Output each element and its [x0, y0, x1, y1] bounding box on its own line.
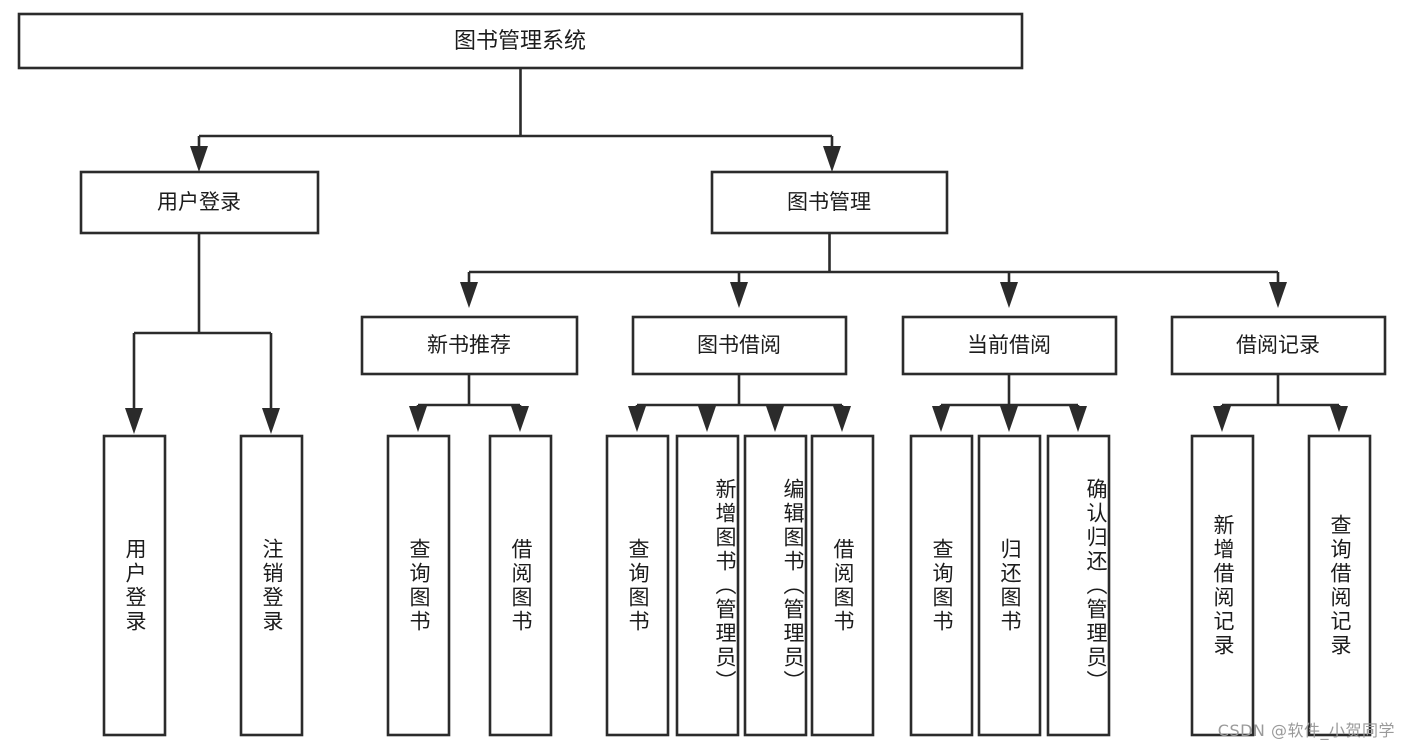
arrow-to-book-borrow: [730, 282, 748, 308]
node-new-book-recommend-box[interactable]: [360, 315, 579, 376]
watermark: CSDN @软件_小贺同学: [1217, 721, 1395, 740]
arrow-to-leaf-borrow-book-2: [833, 406, 851, 432]
arrow-to-book-manage: [823, 146, 841, 172]
node-root-box[interactable]: [17, 12, 1024, 70]
arrow-to-leaf-add-record: [1213, 406, 1231, 432]
leaf-edit-book-box[interactable]: [743, 434, 808, 737]
connector-bookborrow-to-leaves: [635, 374, 844, 414]
arrow-to-user-login: [190, 146, 208, 172]
node-borrow-record[interactable]: 借阅记录: [1170, 315, 1387, 376]
node-current-borrow-label: 当前借阅: [967, 333, 1051, 357]
arrow-to-leaf-query-book-2: [628, 406, 646, 432]
arrow-to-leaf-query-book-1: [409, 406, 427, 432]
connector-borrowrecord-to-leaves: [1220, 374, 1341, 414]
node-root-label: 图书管理系统: [454, 29, 586, 54]
arrow-to-borrow-record: [1269, 282, 1287, 308]
leaf-add-record-box[interactable]: [1190, 434, 1255, 737]
node-book-manage-box[interactable]: [710, 170, 949, 235]
connector-bookmanage-to-level3: [467, 233, 1280, 286]
leaf-query-book-2-box[interactable]: [605, 434, 670, 737]
node-user-login-box[interactable]: [79, 170, 320, 235]
node-user-login-label: 用户登录: [157, 190, 241, 214]
node-new-book-recommend-label: 新书推荐: [427, 333, 511, 357]
arrow-to-leaf-query-record: [1330, 406, 1348, 432]
node-current-borrow[interactable]: 当前借阅: [901, 315, 1118, 376]
leaf-borrow-book-2-box[interactable]: [810, 434, 875, 737]
leaf-return-book-box[interactable]: [977, 434, 1042, 737]
node-book-borrow[interactable]: 图书借阅: [631, 315, 848, 376]
arrow-to-leaf-borrow-book-1: [511, 406, 529, 432]
arrow-to-leaf-user-login: [125, 408, 143, 434]
leaf-query-book-3-box[interactable]: [909, 434, 974, 737]
leaf-boxes: [102, 434, 1372, 737]
arrow-to-leaf-edit-book: [766, 406, 784, 432]
leaf-query-book-1-box[interactable]: [386, 434, 451, 737]
leaf-query-record-box[interactable]: [1307, 434, 1372, 737]
connector-userlogin-to-leaves: [132, 233, 273, 410]
node-user-login[interactable]: 用户登录: [79, 170, 320, 235]
leaf-borrow-book-1-box[interactable]: [488, 434, 553, 737]
leaf-confirm-return-box[interactable]: [1046, 434, 1111, 737]
connector-root-to-level2: [197, 68, 834, 150]
node-book-manage[interactable]: 图书管理: [710, 170, 949, 235]
leaf-user-login-box[interactable]: [102, 434, 167, 737]
arrow-to-leaf-add-book: [698, 406, 716, 432]
node-current-borrow-box[interactable]: [901, 315, 1118, 376]
connector-newbook-to-leaves: [416, 374, 522, 414]
arrow-to-new-book-recommend: [460, 282, 478, 308]
node-borrow-record-label: 借阅记录: [1236, 333, 1320, 357]
arrow-to-leaf-confirm-return: [1069, 406, 1087, 432]
node-root[interactable]: 图书管理系统: [17, 12, 1024, 70]
leaf-logout-login-box[interactable]: [239, 434, 304, 737]
arrow-to-current-borrow: [1000, 282, 1018, 308]
node-book-manage-label: 图书管理: [787, 190, 871, 214]
leaf-add-book-box[interactable]: [675, 434, 740, 737]
node-book-borrow-label: 图书借阅: [697, 333, 781, 357]
arrow-to-leaf-return-book: [1000, 406, 1018, 432]
node-borrow-record-box[interactable]: [1170, 315, 1387, 376]
arrow-to-leaf-logout-login: [262, 408, 280, 434]
node-book-borrow-box[interactable]: [631, 315, 848, 376]
node-new-book-recommend[interactable]: 新书推荐: [360, 315, 579, 376]
arrow-to-leaf-query-book-3: [932, 406, 950, 432]
